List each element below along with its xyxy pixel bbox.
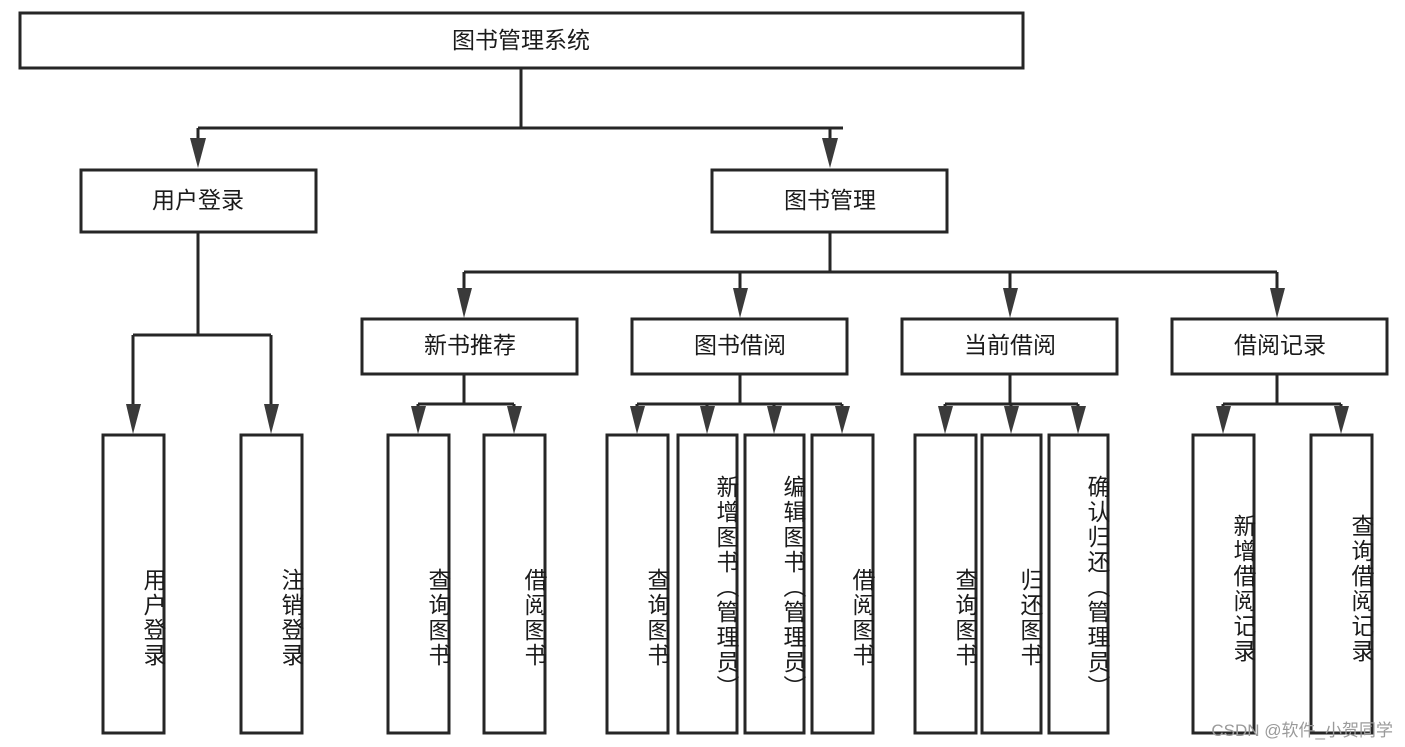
arrowhead-user-login (190, 138, 206, 168)
edge-group-root-to-level2 (190, 68, 843, 168)
node-book-borrow-label: 图书借阅 (694, 332, 786, 358)
csdn-watermark: CSDN @软件_小贺同学 (1211, 721, 1393, 740)
node-leaf-query-borrow-record-box[interactable] (1309, 433, 1374, 735)
arrowhead-leaf-add-borrow-record (1216, 406, 1231, 434)
node-leaf-confirm-return-admin-box[interactable] (1047, 433, 1110, 735)
arrowhead-leaf-user-login (126, 404, 141, 434)
node-leaf-return-book-box[interactable] (980, 433, 1043, 735)
edge-group-bookborrow-to-leaves (630, 374, 850, 434)
node-current-borrow-box[interactable] (900, 317, 1119, 376)
arrowhead-leaf-query-book-1 (411, 406, 426, 434)
node-leaf-query-book-1-label: 查询图书 (425, 567, 451, 668)
node-leaf-add-borrow-record-box[interactable] (1191, 433, 1256, 735)
node-leaf-logout-login-label: 注销登录 (278, 567, 304, 668)
node-borrow-record-box[interactable] (1170, 317, 1389, 376)
node-root-box[interactable] (18, 11, 1025, 70)
node-user-login-box[interactable] (79, 168, 318, 234)
node-leaf-borrow-book-2-box[interactable] (810, 433, 875, 735)
edge-group-currentborrow-to-leaves (938, 374, 1086, 434)
arrowhead-leaf-return-book (1004, 406, 1019, 434)
arrowhead-leaf-edit-book-admin (767, 406, 782, 434)
node-leaf-add-book-admin-label: 新增图书（管理员） (713, 474, 739, 700)
edge-group-bookmanagement-to-level3 (457, 232, 1285, 318)
arrowhead-leaf-query-book-3 (938, 406, 953, 434)
arrowhead-leaf-add-book-admin (700, 406, 715, 434)
arrowhead-current-borrow (1003, 288, 1018, 318)
node-new-book-recommend-label: 新书推荐 (424, 332, 516, 358)
node-leaf-query-book-3-label: 查询图书 (952, 567, 978, 668)
arrowhead-leaf-confirm-return-admin (1071, 406, 1086, 434)
arrowhead-leaf-query-borrow-record (1334, 406, 1349, 434)
arrowhead-borrow-record (1270, 288, 1285, 318)
node-leaf-borrow-book-2-label: 借阅图书 (849, 567, 875, 668)
node-leaf-user-login-label: 用户登录 (140, 567, 166, 668)
node-leaf-add-book-admin-box[interactable] (676, 433, 739, 735)
node-borrow-record-label: 借阅记录 (1234, 332, 1326, 358)
arrowhead-leaf-logout-login (264, 404, 279, 434)
node-leaf-confirm-return-admin-label: 确认归还（管理员） (1084, 474, 1110, 700)
node-leaf-edit-book-admin-box[interactable] (743, 433, 806, 735)
node-book-management-box[interactable] (710, 168, 949, 234)
node-book-borrow[interactable]: 图书借阅 (630, 317, 849, 376)
arrowhead-leaf-borrow-book-1 (507, 406, 522, 434)
edge-group-newbook-to-leaves (411, 374, 522, 434)
node-user-login[interactable]: 用户登录 (79, 168, 318, 234)
node-new-book-recommend[interactable]: 新书推荐 (360, 317, 579, 376)
node-book-borrow-box[interactable] (630, 317, 849, 376)
arrowhead-book-management (822, 138, 838, 168)
arrowhead-leaf-borrow-book-2 (835, 406, 850, 434)
node-leaf-edit-book-admin-label: 编辑图书（管理员） (780, 474, 806, 700)
node-leaf-query-book-2-box[interactable] (605, 433, 670, 735)
edge-group-userlogin-to-leaves (126, 232, 279, 434)
node-new-book-recommend-box[interactable] (360, 317, 579, 376)
node-leaf-return-book-label: 归还图书 (1017, 567, 1043, 668)
node-book-management[interactable]: 图书管理 (710, 168, 949, 234)
node-current-borrow[interactable]: 当前借阅 (900, 317, 1119, 376)
node-leaf-user-login-box[interactable] (101, 433, 166, 735)
node-leaf-query-book-2-label: 查询图书 (644, 567, 670, 668)
arrowhead-book-borrow (733, 288, 748, 318)
node-leaf-borrow-book-1-label: 借阅图书 (521, 567, 547, 668)
leaf-boxes (101, 433, 1374, 735)
node-leaf-borrow-book-1-box[interactable] (482, 433, 547, 735)
arrowhead-new-book-recommend (457, 288, 472, 318)
node-user-login-label: 用户登录 (152, 187, 244, 213)
arrowhead-leaf-query-book-2 (630, 406, 645, 434)
node-current-borrow-label: 当前借阅 (964, 332, 1056, 358)
edge-group-borrowrecord-to-leaves (1216, 374, 1349, 434)
node-leaf-logout-login-box[interactable] (239, 433, 304, 735)
node-root[interactable]: 图书管理系统 (18, 11, 1025, 70)
node-book-management-label: 图书管理 (784, 187, 876, 213)
node-leaf-query-book-1-box[interactable] (386, 433, 451, 735)
node-borrow-record[interactable]: 借阅记录 (1170, 317, 1389, 376)
node-leaf-query-book-3-box[interactable] (913, 433, 978, 735)
node-root-label: 图书管理系统 (452, 27, 590, 53)
node-leaf-add-borrow-record-label: 新增借阅记录 (1230, 514, 1256, 664)
node-leaf-query-borrow-record-label: 查询借阅记录 (1348, 514, 1374, 664)
